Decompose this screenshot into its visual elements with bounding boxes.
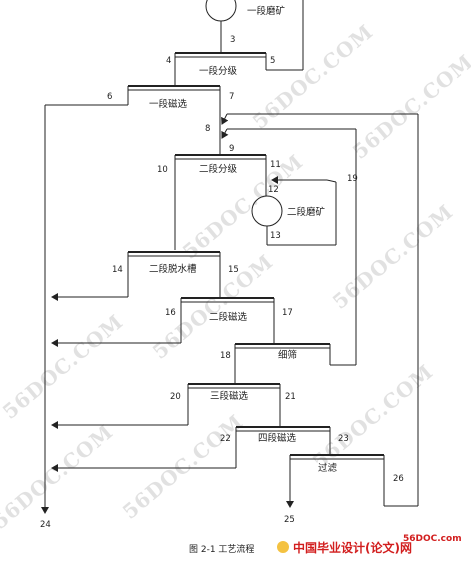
watermark: 56DOC.COM [248,19,378,134]
stream-label: 26 [393,474,404,484]
dewater-2-label: 二段脱水槽 [149,263,197,275]
classify-2-label: 二段分级 [199,163,238,175]
screen-label: 细筛 [278,349,297,361]
stream-label: 25 [284,515,295,525]
stream-label: 23 [338,434,349,444]
logo-domain: 56DOC.com [403,534,462,544]
filter-unit: 过滤 26 [286,454,418,508]
stream-label: 12 [268,185,279,195]
stream-label: 22 [220,434,231,444]
stream-label: 8 [205,124,210,134]
stream-label: 4 [166,56,171,66]
magsep-2-unit: 二段磁选 16 17 [51,297,293,347]
logo-mark-icon [277,541,289,553]
stream-label: 19 [347,174,358,184]
grinding-1-label: 一段磨矿 [247,5,286,17]
stream-label: 9 [229,144,234,154]
filter-label: 过滤 [318,462,338,474]
recycle-feed-lines: 9 [221,113,419,506]
stream-label: 13 [270,231,281,241]
stream-label: 5 [270,56,275,66]
classify-1-label: 一段分级 [199,65,238,77]
watermark: 56DOC.COM [0,309,128,424]
watermark: 56DOC.COM [348,49,471,164]
watermark: 56DOC.COM [118,409,248,524]
magsep-4-unit: 四段磁选 22 23 [51,426,349,472]
classify-2-unit: 二段分级 10 11 [157,143,281,250]
stream-label: 21 [285,392,296,402]
site-logo: 56DOC.com 中国毕业设计(论文)网 [277,534,462,555]
magsep-4-label: 四段磁选 [258,432,297,444]
magsep-1-unit: 一段磁选 6 7 8 [41,82,234,514]
classify-1-unit: 一段分级 4 5 [166,52,304,82]
watermark: 56DOC.COM [328,199,458,314]
stream-label: 16 [165,308,176,318]
stream-label: 18 [220,351,231,361]
logo-brand: 中国毕业设计(论文)网 [293,540,412,555]
stream-label: 17 [282,308,293,318]
grinding-1-unit: 一段磨矿 3 [205,0,304,52]
stream-label: 3 [230,35,235,45]
ball-mill-1-icon [205,0,237,22]
stream-label: 20 [170,392,181,402]
stream-label: 14 [112,265,123,275]
stream-label: 7 [229,92,234,102]
magsep-2-label: 二段磁选 [209,311,248,323]
watermark: 56DOC.COM [0,419,118,534]
grinding-2-label: 二段磨矿 [287,206,326,218]
magsep-3-unit: 三段磁选 20 21 [51,383,296,429]
stream-label: 6 [107,92,112,102]
magsep-1-label: 一段磁选 [149,98,188,110]
grinding-2-unit: 二段磨矿 12 13 19 [251,174,358,246]
stream-label: 10 [157,165,168,175]
stream-label: 15 [228,265,239,275]
screen-unit: 细筛 18 [220,343,356,383]
magsep-3-label: 三段磁选 [210,390,249,402]
stream-label: 24 [40,520,51,530]
dewater-2-unit: 二段脱水槽 14 15 [51,251,239,301]
stream-label: 11 [270,160,281,170]
figure-caption: 图 2-1 工艺流程 [189,543,254,555]
